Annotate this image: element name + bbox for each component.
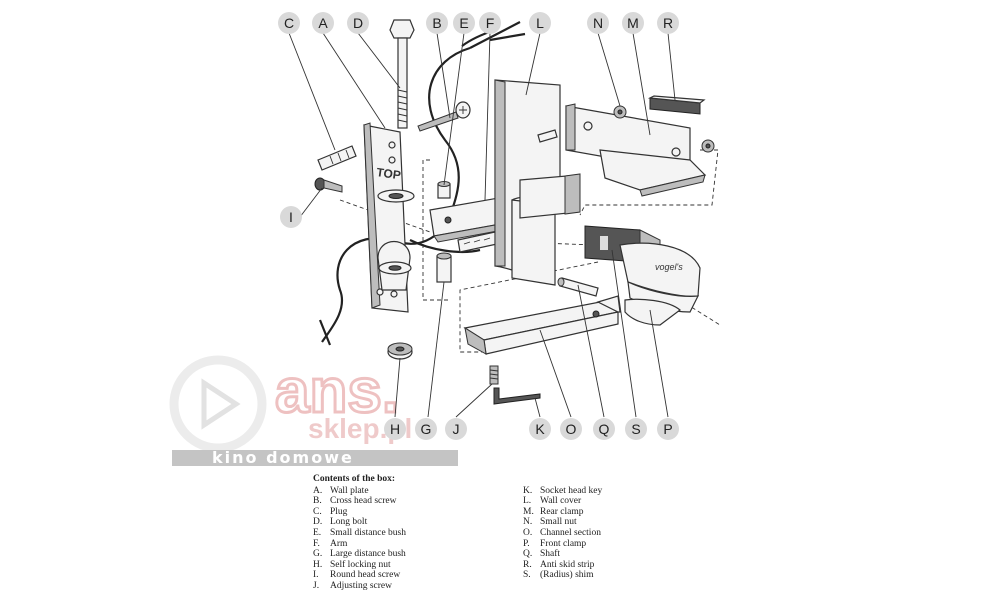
callout-j: J xyxy=(445,418,467,440)
legend-right-column: K.Socket head key L.Wall cover M.Rear cl… xyxy=(523,486,723,592)
legend-item: G.Large distance bush xyxy=(313,549,406,560)
legend-item: I.Round head screw xyxy=(313,570,401,581)
callout-f: F xyxy=(479,12,501,34)
socket-head-key xyxy=(493,387,541,405)
legend-item: L.Wall cover xyxy=(523,496,582,507)
svg-text:J: J xyxy=(453,421,460,437)
svg-text:R: R xyxy=(663,15,673,31)
callout-h: H xyxy=(384,418,406,440)
svg-text:G: G xyxy=(421,421,432,437)
leader-lines xyxy=(288,32,676,418)
svg-text:M: M xyxy=(627,15,639,31)
watermark-tagline: kino domowe xyxy=(212,448,354,467)
anti-skid-strip xyxy=(647,95,706,115)
callout-l: L xyxy=(529,12,551,34)
callout-m: M xyxy=(622,12,644,34)
callout-a: A xyxy=(312,12,334,34)
callout-p: P xyxy=(657,418,679,440)
svg-text:B: B xyxy=(432,15,441,31)
legend-item: O.Channel section xyxy=(523,527,601,538)
legend-item: E.Small distance bush xyxy=(313,527,406,538)
wall-cover xyxy=(494,79,581,286)
callouts: C A D B E F L N M R I H G J K O Q S P xyxy=(278,12,679,440)
svg-text:D: D xyxy=(353,15,363,31)
svg-text:E: E xyxy=(459,15,468,31)
watermark-bar xyxy=(172,450,458,466)
channel-section xyxy=(463,295,621,355)
legend-item: A.Wall plate xyxy=(313,485,369,496)
legend-item: J.Adjusting screw xyxy=(313,580,393,591)
adjusting-screw xyxy=(489,365,499,385)
callout-d: D xyxy=(347,12,369,34)
legend-item: P.Front clamp xyxy=(523,538,587,549)
callout-o: O xyxy=(560,418,582,440)
svg-text:F: F xyxy=(486,15,495,31)
callout-b: B xyxy=(426,12,448,34)
cables xyxy=(318,21,526,346)
rear-clamp xyxy=(565,103,707,197)
round-head-screw xyxy=(314,177,343,193)
legend-item: D.Long bolt xyxy=(313,517,368,528)
legend-item: S.(Radius) shim xyxy=(523,570,594,581)
legend-item: C.Plug xyxy=(313,506,348,517)
legend-item: Q.Shaft xyxy=(523,549,561,560)
svg-text:H: H xyxy=(390,421,400,437)
long-bolt xyxy=(389,19,415,129)
legend-item: R.Anti skid strip xyxy=(523,559,595,570)
large-distance-bush xyxy=(436,252,452,283)
self-locking-nut xyxy=(387,342,413,360)
svg-text:Q: Q xyxy=(599,421,610,437)
plug xyxy=(317,145,357,171)
watermark: ans. sklep.pl kino domowe xyxy=(169,355,458,467)
small-nuts xyxy=(613,105,715,153)
clamp-brand-label: vogel's xyxy=(655,262,683,272)
watermark-play-icon xyxy=(201,378,241,430)
shaft xyxy=(557,277,599,297)
svg-text:L: L xyxy=(536,15,544,31)
legend-item: F.Arm xyxy=(313,538,348,549)
svg-text:C: C xyxy=(284,15,294,31)
callout-n: N xyxy=(587,12,609,34)
callout-s: S xyxy=(625,418,647,440)
legend-item: H.Self locking nut xyxy=(313,559,391,570)
callout-e: E xyxy=(453,12,475,34)
svg-text:S: S xyxy=(631,421,640,437)
svg-text:A: A xyxy=(318,15,328,31)
watermark-brand: ans. xyxy=(275,357,399,426)
svg-text:O: O xyxy=(566,421,577,437)
watermark-play-circle xyxy=(169,355,267,453)
svg-text:I: I xyxy=(289,209,293,225)
callout-k: K xyxy=(529,418,551,440)
cross-head-screw xyxy=(417,101,471,132)
callout-r: R xyxy=(657,12,679,34)
callout-g: G xyxy=(415,418,437,440)
legend-item: B.Cross head screw xyxy=(313,496,397,507)
svg-text:P: P xyxy=(663,421,672,437)
legend-item: M.Rear clamp xyxy=(523,506,584,517)
plate-top-label: TOP xyxy=(376,165,402,182)
legend-title: Contents of the box: xyxy=(313,474,396,484)
contents-legend: Contents of the box: A.Wall plate B.Cros… xyxy=(313,474,733,592)
callout-c: C xyxy=(278,12,300,34)
legend-left-column: A.Wall plate B.Cross head screw C.Plug D… xyxy=(313,486,523,592)
front-clamp: vogel's xyxy=(619,242,701,326)
callout-i: I xyxy=(280,206,302,228)
legend-item: N.Small nut xyxy=(523,517,577,528)
svg-text:K: K xyxy=(535,421,545,437)
legend-item: K.Socket head key xyxy=(523,485,603,496)
svg-text:N: N xyxy=(593,15,603,31)
wall-plate: TOP xyxy=(363,122,415,313)
callout-q: Q xyxy=(593,418,615,440)
